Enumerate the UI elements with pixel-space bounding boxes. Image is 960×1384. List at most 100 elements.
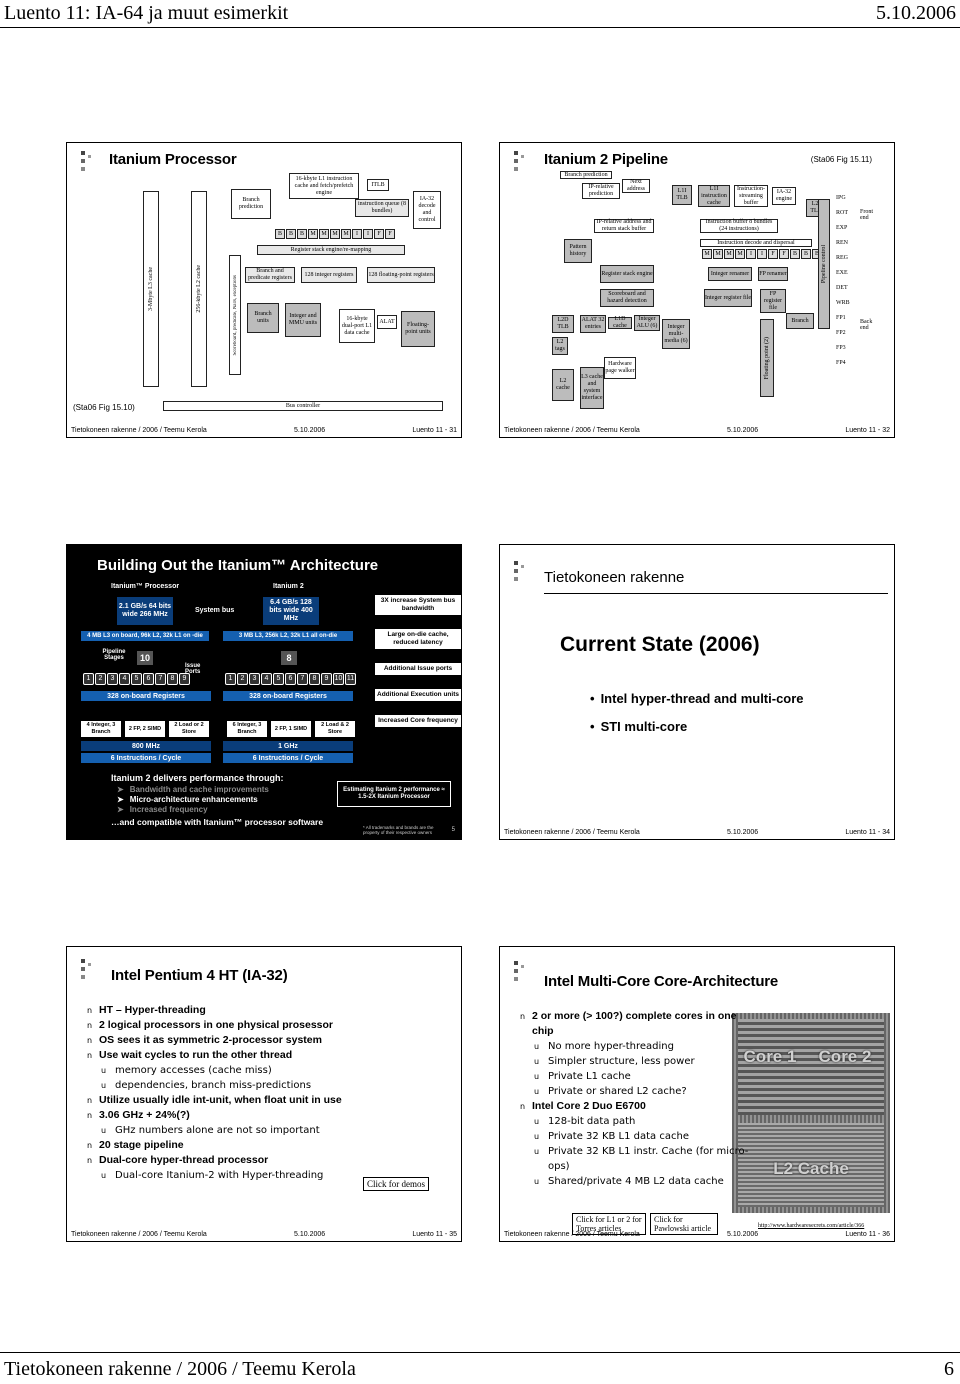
it2-registers: 328 on-board Registers [223,691,353,701]
dispersal-cell: F [779,249,789,259]
improvement-label: 3X increase System bus bandwidth [375,595,461,615]
diagram-scoreboard: Scoreboard, predicate, NaTs, exceptions [229,255,241,375]
diagram-integer-units: Integer and MMU units [285,303,321,337]
pipeline-stage: FP3 [836,345,850,351]
dispersal-cell: M [724,249,734,259]
slide-multicore: Intel Multi-Core Core-Architecture Core … [499,946,895,1242]
list-item: 2 or more (> 100?) complete cores in one… [520,1009,750,1039]
it2-stages: 8 [281,651,297,665]
list-item: Dual-core Itanium-2 with Hyper-threading [87,1168,342,1183]
diagram-register-row: BBBMMMMIIFF [275,229,395,239]
slide-pentium4-ht: Intel Pentium 4 HT (IA-32) HT – Hyper-th… [66,946,462,1242]
slide-title: Building Out the Itanium™ Architecture [97,557,378,574]
list-item: Simpler structure, less power [520,1054,750,1069]
pipeline-stage: FP4 [836,360,850,366]
slide-itanium-processor: Itanium Processor 3-Mbyte L3 cache 256-k… [66,142,462,438]
diagram-ip-rel-address: IP-relative address and return stack buf… [594,219,654,233]
issue-port: 9 [321,673,332,685]
bullet-list: •Intel hyper-thread and multi-core•STI m… [590,685,804,741]
issue-port: 6 [285,673,296,685]
page-footer-text: Tietokoneen rakenne / 2006 / Teemu Kerol… [4,1358,356,1381]
page-footer-rule [0,1352,960,1353]
register-cell: I [352,229,362,239]
diagram-ia32-decode: IA-32 decode and control [413,191,441,229]
source-url[interactable]: http://www.hardwaresecrets.com/article/3… [758,1223,864,1229]
it2-cache: 3 MB L3, 256k L2, 32k L1 all on-die [223,631,353,641]
improvement-label: Additional Issue ports [375,663,461,675]
dispersal-cell: F [768,249,778,259]
diagram-fp-registers: 128 floating-point registers [367,267,435,283]
it2-issue-row: 1234567891011 [225,673,356,685]
it1-bus: 2.1 GB/s 64 bits wide 266 MHz [117,597,173,625]
page-header-title: Luento 11: IA-64 ja muut esimerkit [4,2,288,25]
diagram-alat: ALAT 32 entries [580,315,606,333]
diagram-l2-cache: 256-kbyte L2 cache [191,191,207,387]
register-cell: M [308,229,318,239]
diagram-back-end: Back end [860,319,882,331]
slide-header: Tietokoneen rakenne [544,569,684,586]
diagram-integer-register-file: Integer register file [704,289,752,307]
issue-port: 6 [143,673,154,685]
core2-label: Core 2 [810,1047,880,1067]
register-cell: B [297,229,307,239]
logo-icon [79,149,101,179]
diagram-branch-prediction: Branch prediction [560,171,612,179]
diagram-branch: Branch [786,313,814,329]
register-cell: B [275,229,285,239]
pipeline-stage: REN [836,240,850,246]
diagram-integer-alu: Integer ALU (6) [634,315,660,331]
list-item: Utilize usually idle int-unit, when floa… [87,1093,342,1108]
diagram-l1i-cache: L1I instruction cache [698,185,730,207]
diagram-l2-cache: L2 cache [552,369,574,401]
diagram-fp-units: Floating-point units [401,311,435,347]
logo-icon [79,957,101,987]
list-item: memory accesses (cache miss) [87,1063,342,1078]
bullet-list: 2 or more (> 100?) complete cores in one… [520,1009,750,1189]
die-core-grid [738,1019,884,1115]
logo-icon [512,149,534,179]
list-item: Private or shared L2 cache? [520,1084,750,1099]
demo-link[interactable]: Click for demos [363,1177,429,1191]
list-item: dependencies, branch miss-predictions [87,1078,342,1093]
list-item: Use wait cycles to run the other thread [87,1048,342,1063]
list-item: Intel Core 2 Duo E6700 [520,1099,750,1114]
dispersal-cell: M [702,249,712,259]
diagram-bus-controller: Bus controller [163,401,443,411]
list-item: GHz numbers alone are not so important [87,1123,342,1138]
list-item: No more hyper-threading [520,1039,750,1054]
register-cell: M [319,229,329,239]
diagram-fp-renamer: FP renamer [758,267,788,281]
issue-port: 8 [167,673,178,685]
logo-icon [512,559,534,589]
diagram-branch-units: Branch units [247,303,279,333]
slide-title: Itanium 2 Pipeline [544,151,668,168]
diagram-l1i-cache: 16-kbyte L1 instruction cache and fetch/… [289,173,359,199]
list-item: Dual-core hyper-thread processor [87,1153,342,1168]
list-item: 20 stage pipeline [87,1138,342,1153]
issue-port: 1 [83,673,94,685]
diagram-branch-prediction: Branch prediction [231,189,271,219]
itanium2-label: Itanium 2 [273,583,304,590]
issue-port: 4 [119,673,130,685]
execution-unit: 4 Integer, 3 Branch [81,721,121,737]
register-cell: B [286,229,296,239]
bullet-item: •Intel hyper-thread and multi-core [590,685,804,713]
dispersal-cell: B [801,249,811,259]
slide-current-state: Tietokoneen rakenne Current State (2006)… [499,544,895,840]
register-cell: M [341,229,351,239]
issue-port: 2 [95,673,106,685]
improvement-label: Additional Execution units [375,689,461,701]
execution-unit: 6 Integer, 3 Branch [227,721,267,737]
delivers-heading: Itanium 2 delivers performance through: [111,773,284,783]
compat-text: …and compatible with Itanium™ processor … [111,817,323,827]
execution-unit: 2 FP, 2 SIMD [125,721,165,737]
issue-port: 7 [297,673,308,685]
delivers-item: ➤Micro-architecture enhancements [117,795,269,805]
issue-port: 3 [249,673,260,685]
delivers-list: ➤Bandwidth and cache improvements➤Micro-… [117,785,269,815]
execution-unit: 2 FP, 1 SIMD [271,721,311,737]
diagram-scoreboard: Scoreboard and hazard detection [600,289,654,307]
